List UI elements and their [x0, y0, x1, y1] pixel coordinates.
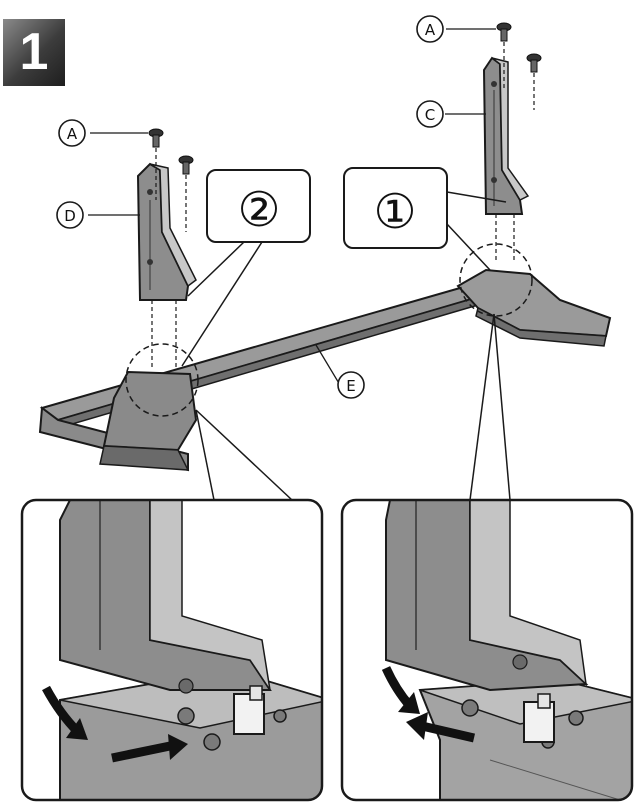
label-c-text: C	[425, 106, 435, 124]
label-e: E	[337, 371, 365, 399]
label-e-text: E	[346, 377, 355, 395]
zoom-circle-right	[459, 243, 533, 317]
label-a-text: A	[67, 125, 78, 143]
bracket-c	[482, 56, 530, 215]
callout-step-2-number: ②	[237, 182, 280, 238]
callout-step-2: ②	[181, 169, 311, 367]
screw-icon	[526, 53, 542, 73]
arrow-down-icon	[398, 692, 420, 714]
screw-icon	[178, 155, 194, 175]
bracket-d	[136, 162, 197, 301]
label-a-left: A	[58, 119, 86, 147]
zoom-circle-left	[125, 343, 199, 417]
label-c: C	[416, 100, 444, 128]
detail-panel-right	[340, 498, 634, 802]
label-a-right: A	[416, 15, 444, 43]
detail-panel-left	[20, 498, 324, 802]
screw-icon	[148, 128, 164, 148]
callout-step-1-number: ①	[373, 184, 416, 240]
label-a-text: A	[425, 21, 436, 39]
label-d: D	[56, 201, 84, 229]
step-number-badge: 1	[3, 19, 65, 86]
arrow-left-icon	[406, 712, 428, 740]
callout-step-1: ①	[343, 167, 507, 271]
screw-icon	[496, 22, 512, 42]
arrow-down-icon	[66, 718, 88, 740]
label-d-text: D	[64, 207, 76, 225]
guide-lines	[151, 42, 535, 370]
arrow-right-icon	[168, 734, 188, 760]
stand-base-e	[38, 268, 612, 472]
